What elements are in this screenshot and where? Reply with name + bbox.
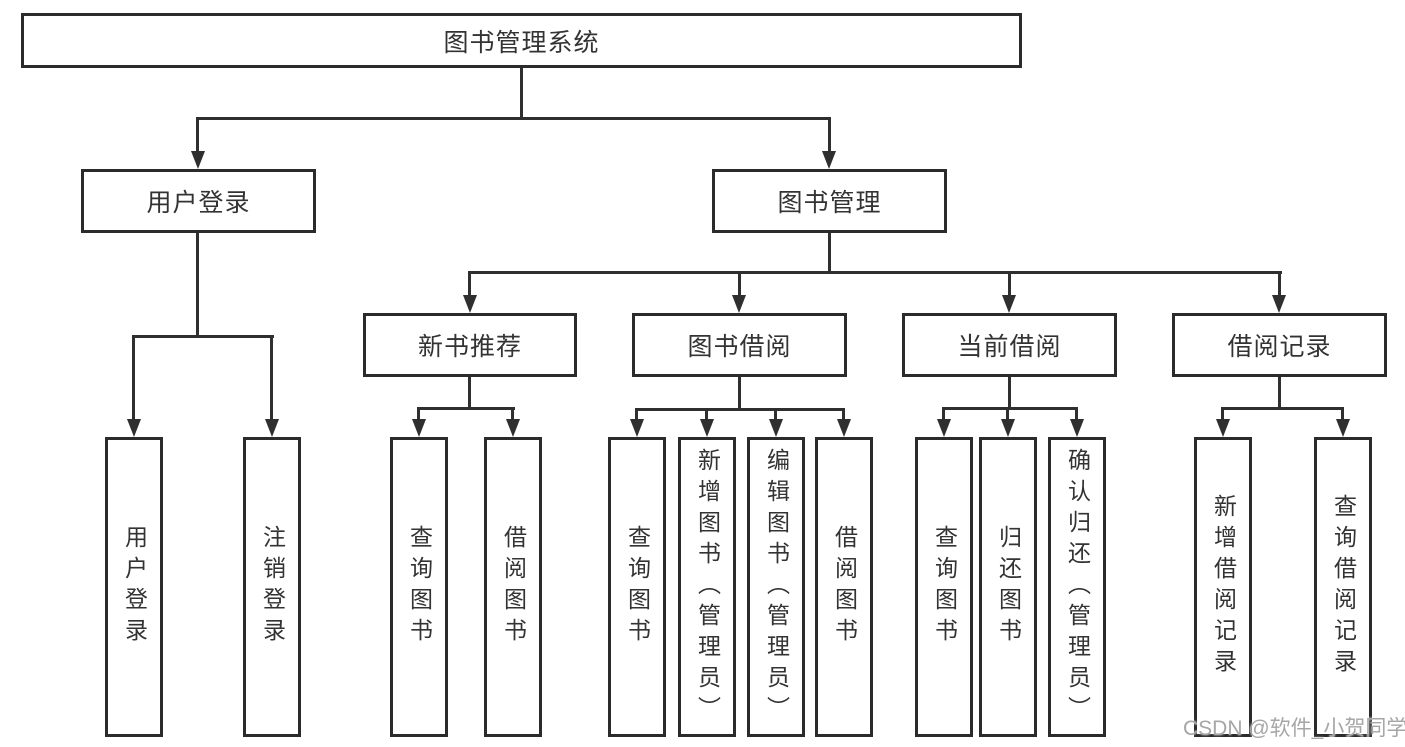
connector-to-br-query — [1341, 407, 1344, 423]
arrowhead-br-query — [1336, 419, 1350, 437]
leaf-bb-edit-books-admin: 编辑图书（管理员） — [747, 437, 805, 737]
connector-to-nbr-query — [417, 407, 420, 423]
leaf-br-query-record: 查询借阅记录 — [1314, 437, 1372, 737]
connector-root-stem — [520, 68, 523, 117]
connector-to-bb-borrow — [842, 408, 845, 423]
connector-level3-branch — [468, 271, 1282, 274]
arrowhead-new-book-recommend — [463, 295, 477, 313]
connector-to-cb-query — [942, 407, 945, 423]
arrowhead-leaf-user-login — [127, 419, 141, 437]
connector-to-new-book-recommend — [468, 271, 471, 299]
arrowhead-bb-edit — [769, 419, 783, 437]
connector-to-nbr-borrow — [511, 407, 514, 423]
node-user-login: 用户登录 — [81, 169, 316, 233]
connector-to-cb-confirm — [1075, 407, 1078, 423]
connector-level1-branch — [196, 117, 831, 120]
connector-to-bb-edit — [774, 408, 777, 423]
leaf-cb-query-books: 查询图书 — [915, 437, 973, 737]
connector-to-bb-add — [705, 408, 708, 423]
arrowhead-bb-add — [700, 419, 714, 437]
arrowhead-br-add — [1216, 419, 1230, 437]
node-current-borrowing: 当前借阅 — [902, 313, 1117, 377]
connector-to-cb-return — [1006, 407, 1009, 423]
arrowhead-bb-query — [630, 419, 644, 437]
node-new-book-recommend: 新书推荐 — [363, 313, 577, 377]
connector-book-management-stem — [828, 233, 831, 271]
connector-cb-branch — [942, 407, 1077, 410]
connector-nbr-stem — [468, 377, 471, 407]
arrowhead-bb-borrow — [837, 419, 851, 437]
connector-to-leaf-user-login — [132, 335, 135, 423]
leaf-cb-confirm-return-admin: 确认归还（管理员） — [1048, 437, 1106, 737]
connector-to-leaf-logout — [270, 335, 273, 423]
arrowhead-cb-query — [937, 419, 951, 437]
leaf-bb-add-books-admin: 新增图书（管理员） — [678, 437, 736, 737]
connector-to-br-add — [1221, 407, 1224, 423]
leaf-nbr-borrow-books: 借阅图书 — [484, 437, 542, 737]
arrowhead-current-borrowing — [1002, 295, 1016, 313]
connector-bb-stem — [738, 377, 741, 408]
connector-to-user-login — [196, 117, 199, 155]
arrowhead-borrow-records — [1272, 295, 1286, 313]
arrowhead-nbr-query — [412, 419, 426, 437]
connector-to-book-borrowing — [738, 271, 741, 299]
connector-user-login-stem — [196, 233, 199, 335]
leaf-bb-borrow-books: 借阅图书 — [815, 437, 873, 737]
node-book-borrowing: 图书借阅 — [632, 313, 847, 377]
leaf-user-login: 用户登录 — [105, 437, 163, 737]
arrowhead-nbr-borrow — [506, 419, 520, 437]
connector-nbr-branch — [417, 407, 515, 410]
connector-br-stem — [1278, 377, 1281, 407]
node-book-management: 图书管理 — [712, 169, 947, 233]
arrowhead-cb-return — [1001, 419, 1015, 437]
leaf-cb-return-books: 归还图书 — [979, 437, 1037, 737]
arrowhead-book-borrowing — [732, 295, 746, 313]
connector-bb-branch — [635, 408, 844, 411]
csdn-watermark: CSDN @软件_小贺同学 — [1183, 717, 1405, 740]
connector-user-login-branch — [132, 335, 274, 338]
connector-to-borrow-records — [1278, 271, 1281, 299]
arrowhead-book-management — [822, 151, 836, 169]
leaf-bb-query-books: 查询图书 — [608, 437, 666, 737]
leaf-br-add-record: 新增借阅记录 — [1194, 437, 1252, 737]
arrowhead-leaf-logout — [265, 419, 279, 437]
connector-br-branch — [1221, 407, 1343, 410]
connector-to-bb-query — [635, 408, 638, 423]
node-borrow-records: 借阅记录 — [1172, 313, 1387, 377]
leaf-logout: 注销登录 — [243, 437, 301, 737]
node-library-management-system: 图书管理系统 — [21, 13, 1022, 68]
arrowhead-user-login — [191, 151, 205, 169]
connector-to-book-management — [828, 117, 831, 155]
connector-to-current-borrowing — [1008, 271, 1011, 299]
leaf-nbr-query-books: 查询图书 — [390, 437, 448, 737]
arrowhead-cb-confirm — [1070, 419, 1084, 437]
connector-cb-stem — [1008, 377, 1011, 407]
